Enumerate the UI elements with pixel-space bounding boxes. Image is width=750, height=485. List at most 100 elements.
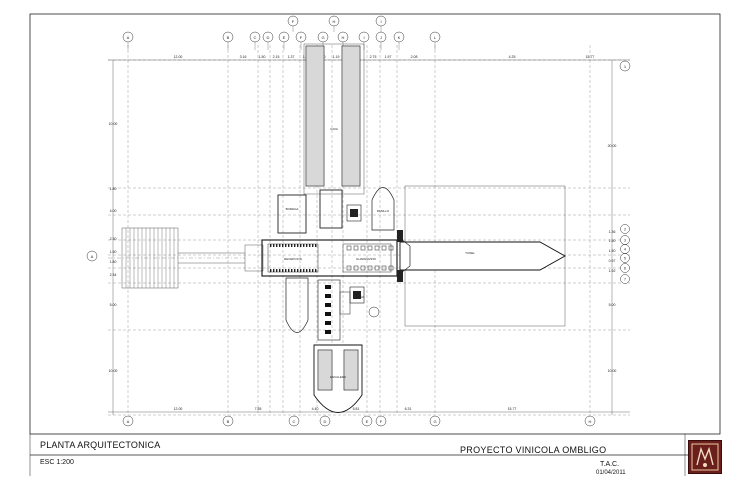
grid-bubble-label: A	[127, 419, 130, 424]
barrel-mark	[300, 244, 302, 247]
grid-bubble-bottom	[319, 415, 331, 427]
barrel-mark	[291, 269, 293, 272]
top-dimension-value: 1.97	[385, 55, 392, 59]
barrel-mark	[288, 269, 290, 272]
winery-logo-icon	[688, 440, 722, 474]
grid-bubble-label: 2	[624, 228, 626, 232]
grid-bubble-right	[620, 253, 630, 263]
top-dimension-value: 1.19	[333, 55, 340, 59]
top-dimension-value: 3.16	[240, 55, 247, 59]
left-dimension-value: 10.00	[109, 122, 118, 126]
barrel-mark	[279, 269, 281, 272]
barrel-mark	[273, 269, 275, 272]
barrel-mark	[297, 244, 299, 247]
grid-bubble-bottom	[288, 415, 300, 427]
tank-mark	[388, 265, 394, 271]
barrel-mark	[315, 269, 317, 272]
bottom-dimension-value: 5.81	[353, 407, 360, 411]
drawing-title: PLANTA ARQUITECTONICA	[40, 440, 161, 450]
grid-bubble-label: 6	[624, 267, 626, 271]
bottom-dimension-value: 12.00	[174, 407, 183, 411]
door-block	[397, 230, 403, 242]
grid-bubble-label: A	[127, 35, 130, 40]
right-dimension-value: 10.00	[608, 369, 617, 373]
corridor-block	[325, 312, 331, 316]
grid-bubble-bottom	[122, 415, 134, 427]
stair-core	[353, 291, 361, 299]
grid-bubble	[393, 31, 405, 43]
cellar-outline	[303, 43, 365, 195]
grid-bubble-label: F	[300, 35, 303, 40]
left-dimension-value: 2.34	[110, 273, 117, 277]
barrel-mark	[270, 244, 272, 247]
author-initials: T.A.C.	[600, 461, 620, 468]
right-dimension-value: 0.97	[609, 259, 616, 263]
grid-bubble-label: H	[342, 35, 345, 40]
tank-mark	[346, 265, 352, 271]
grid-bubble	[295, 31, 307, 43]
corridor-block	[325, 321, 331, 325]
barrel-mark	[270, 269, 272, 272]
top-dimension-value: 15.77	[586, 55, 595, 59]
tank-mark	[381, 265, 387, 271]
grid-bubble-label: D	[324, 419, 327, 424]
bottom-dimension-value: 15.77	[508, 407, 517, 411]
production-room	[342, 243, 392, 273]
top-dimension-value: 2.75	[370, 55, 377, 59]
bottom-dimension-value: 6.31	[405, 407, 412, 411]
stair-core	[350, 209, 358, 217]
grid-bubble-label: F	[292, 19, 295, 24]
scale-label: ESC 1:200	[40, 459, 74, 466]
barrel-mark	[303, 269, 305, 272]
lower-left-boat	[285, 277, 309, 333]
grid-bubble-label: J	[380, 35, 382, 40]
barrel-mark	[303, 244, 305, 247]
grid-bubble-label: G	[433, 419, 436, 424]
left-dimension-value: 1.80	[110, 187, 117, 191]
grid-bubble-label: D	[267, 35, 270, 40]
grid-bubble-right	[620, 263, 630, 273]
upper-stair	[346, 204, 362, 222]
tunnel-room	[399, 241, 566, 271]
grid-bubble	[358, 31, 370, 43]
grid-bubble-bottom	[429, 415, 441, 427]
top-center-room	[319, 189, 343, 229]
barrel-mark	[306, 269, 308, 272]
right-dimension-value: 20.00	[608, 144, 617, 148]
room-label: ESCALERA	[330, 375, 346, 379]
grid-bubble	[222, 31, 234, 43]
room-label: TUNEL	[465, 251, 475, 255]
door-block	[397, 270, 403, 282]
room-label: CAVA	[330, 127, 338, 131]
grid-bubble-label: I	[363, 35, 364, 40]
grid-bubble-label: A	[91, 254, 94, 259]
grid-bubble-bottom	[584, 415, 596, 427]
barrel-mark	[297, 269, 299, 272]
grid-bubble-label: C	[293, 419, 296, 424]
grid-bubble-label: B	[227, 419, 230, 424]
top-dimension-value: 1.50	[259, 55, 266, 59]
room-label: RECEPCION	[284, 257, 302, 261]
left-dimension-value: 2.30	[110, 237, 117, 241]
grid-bubble-label: 3	[624, 239, 626, 243]
left-dimension-value: 1.80	[110, 260, 117, 264]
grid-bubble-label: 7	[624, 278, 626, 282]
tasting-room	[267, 243, 319, 273]
corridor-block	[325, 330, 331, 334]
grid-bubble	[249, 31, 261, 43]
barrel-mark	[288, 244, 290, 247]
left-dimension-value: 4.00	[110, 209, 117, 213]
barrel-mark	[282, 269, 284, 272]
tank-mark	[388, 245, 394, 251]
drawing-frame	[29, 13, 721, 435]
tank-mark	[360, 245, 366, 251]
barrel-mark	[315, 244, 317, 247]
tank-mark	[374, 245, 380, 251]
grid-bubble-label: F	[380, 419, 383, 424]
barrel-mark	[285, 244, 287, 247]
top-dimension-value: 4.25	[509, 55, 516, 59]
central-hall	[261, 239, 398, 277]
grid-bubble	[337, 31, 349, 43]
bottom-dimension-value: 7.85	[255, 407, 262, 411]
grid-bubble	[278, 31, 290, 43]
